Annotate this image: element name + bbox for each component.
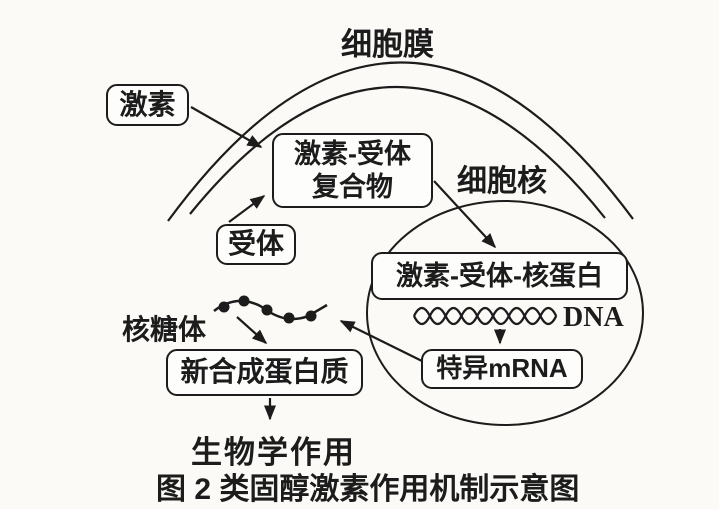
arrow-ribosome-to-protein xyxy=(236,316,268,345)
hormone-receptor-complex-box: 激素-受体 复合物 xyxy=(272,133,433,208)
receptor-box: 受体 xyxy=(216,224,296,265)
new-protein-box: 新合成蛋白质 xyxy=(166,349,363,396)
ribosome-bead xyxy=(283,312,295,324)
dna-strand-b xyxy=(412,306,558,326)
nucleus-ellipse xyxy=(366,200,644,426)
nucleoprotein-box: 激素-受体-核蛋白 xyxy=(371,252,628,300)
receptor-box-label: 受体 xyxy=(227,228,284,260)
ribosome-bead xyxy=(218,301,230,313)
nucleoprotein-box-label: 激素-受体-核蛋白 xyxy=(396,260,603,291)
complex-box-label-line2: 复合物 xyxy=(312,171,393,202)
hormone-box: 激素 xyxy=(106,84,189,126)
ribosome-label: 核糖体 xyxy=(122,314,207,345)
complex-box-label-line1: 激素-受体 xyxy=(294,138,411,169)
specific-mrna-box-label: 特异mRNA xyxy=(436,353,568,384)
cell-membrane-inner-arc xyxy=(189,86,606,219)
arrow-hormone-to-complex xyxy=(190,106,263,148)
hormone-box-label: 激素 xyxy=(119,88,176,120)
arrow-complex-to-nucleoprotein xyxy=(433,180,497,249)
ribosome-bead xyxy=(238,295,250,307)
ribosome-bead-chain xyxy=(213,295,328,324)
specific-mrna-box: 特异mRNA xyxy=(421,349,583,389)
biological-effect-label: 生物学作用 xyxy=(191,435,356,470)
dna-helix xyxy=(412,306,558,326)
dna-label: DNA xyxy=(563,302,624,333)
ribosome-bead xyxy=(261,304,273,316)
cell-nucleus-label: 细胞核 xyxy=(457,165,547,198)
new-protein-box-label: 新合成蛋白质 xyxy=(180,356,349,388)
figure-caption: 图 2 类固醇激素作用机制示意图 xyxy=(156,473,580,506)
arrow-receptor-to-complex xyxy=(228,195,266,223)
dna-strand-a xyxy=(412,306,558,326)
arrow-mrna-to-ribosome xyxy=(339,320,425,363)
ribosome-bead xyxy=(305,310,317,322)
cell-membrane-label: 细胞膜 xyxy=(341,27,434,62)
cell-membrane-outer-arc xyxy=(167,61,634,222)
